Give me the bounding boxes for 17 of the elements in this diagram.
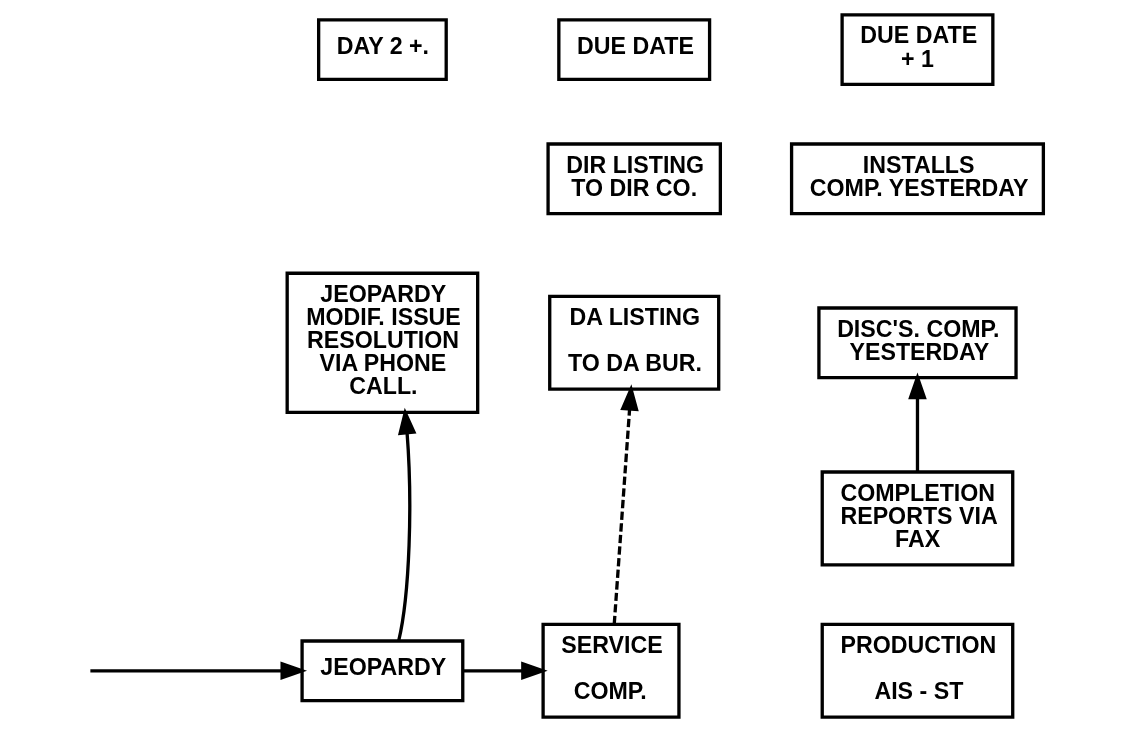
- node-box: DISC'S. COMP. YESTERDAY: [816, 306, 1018, 380]
- arrow: [89, 661, 307, 681]
- arrow: [462, 661, 548, 681]
- node-box: SERVICE COMP.: [540, 622, 681, 719]
- arrow: [396, 407, 416, 642]
- node-box: PRODUCTION AIS - ST: [820, 622, 1014, 719]
- node-box: DAY 2 +.: [316, 18, 448, 82]
- node-box: DUE DATE + 1: [839, 13, 994, 87]
- arrow: [907, 372, 927, 472]
- node-box: COMPLETION REPORTS VIA FAX: [820, 470, 1014, 567]
- node-box: INSTALLS COMP. YESTERDAY: [789, 142, 1045, 216]
- node-box: JEOPARDY: [299, 639, 464, 703]
- node-box: JEOPARDY MODIF. ISSUE RESOLUTION VIA PHONE CALL.: [285, 271, 479, 415]
- node-box: DA LISTING TO DA BUR.: [547, 294, 720, 391]
- node-box: DUE DATE: [556, 18, 711, 82]
- arrow: [612, 384, 639, 625]
- node-box: DIR LISTING TO DIR CO.: [545, 142, 722, 216]
